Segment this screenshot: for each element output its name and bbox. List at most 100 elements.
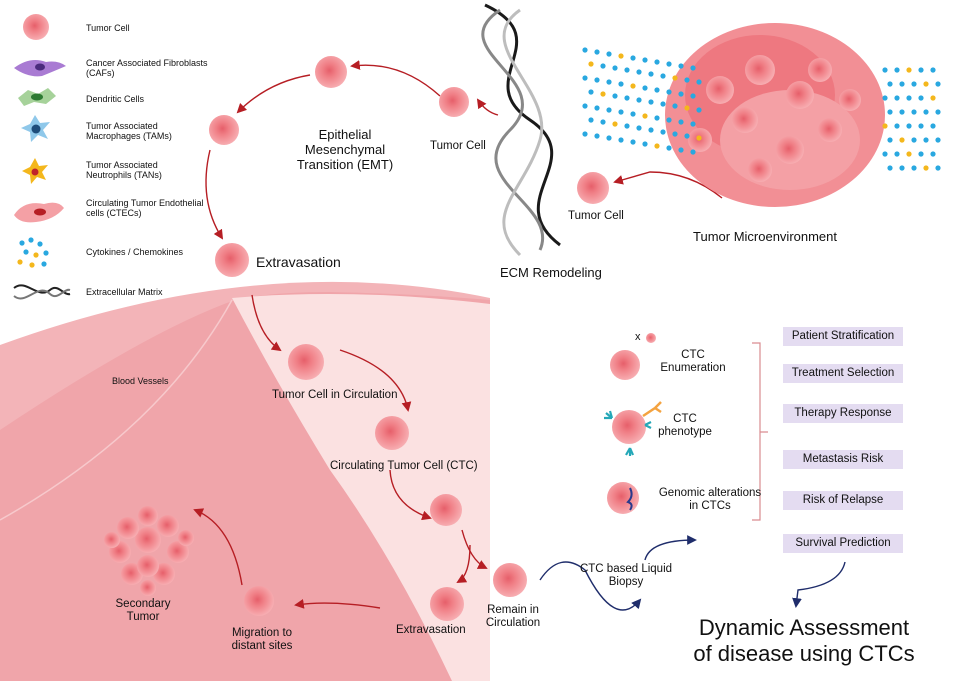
- legend-ctec-icon: [14, 202, 64, 223]
- tme-tumor-cell: [818, 118, 842, 142]
- secondary-tumor-cell: [137, 555, 159, 577]
- cytokine-dot: [690, 121, 696, 127]
- legend-tumor-cell: Tumor Cell: [86, 23, 130, 33]
- legend-cytokines: Cytokines / Chemokines: [86, 247, 184, 257]
- cytokine-dot: [594, 133, 600, 139]
- cytokine-dot: [660, 129, 666, 135]
- cytokine-dot: [930, 151, 936, 157]
- cytokine-dot: [666, 89, 672, 95]
- cytokine-dot: [666, 145, 672, 151]
- remain-in-circulation-label: Remain in Circulation: [485, 604, 541, 630]
- secondary-tumor-cell: [104, 532, 120, 548]
- x-mark: x: [635, 331, 641, 343]
- cytokine-dot: [624, 123, 630, 129]
- tumor-cell-icon: [209, 115, 239, 145]
- pill-patient-stratification: Patient Stratification: [783, 327, 903, 346]
- tumor-cell-mid-label: Tumor Cell: [568, 210, 624, 222]
- cytokine-dot: [588, 117, 594, 123]
- biopsy-arrows: [539, 535, 846, 611]
- tumor-cell-icon: [375, 416, 409, 450]
- legend-ecm: Extracellular Matrix: [86, 287, 163, 297]
- extravasation-top-label: Extravasation: [256, 254, 341, 270]
- secondary-tumor-cell: [135, 527, 161, 553]
- cytokine-dot: [588, 89, 594, 95]
- cytokine-dot: [594, 77, 600, 83]
- tumor-cell-icon: [244, 586, 274, 616]
- cytokine-dot: [654, 115, 660, 121]
- cytokine-dot: [935, 81, 941, 87]
- cytokine-dot: [684, 105, 690, 111]
- cytokine-dot: [899, 165, 905, 171]
- cytokine-dot: [690, 149, 696, 155]
- metastasis-arrows: [193, 60, 723, 609]
- tumor-cell-icon: [215, 243, 249, 277]
- extravasation-bottom-label: Extravasation: [396, 624, 466, 636]
- cytokine-dot: [666, 61, 672, 67]
- pill-treatment-selection: Treatment Selection: [783, 364, 903, 383]
- legend-cytokine-icon: [17, 237, 49, 268]
- legend-ctecs: Circulating Tumor Endothelial cells (CTE…: [86, 198, 204, 219]
- cytokine-dot: [882, 123, 888, 129]
- cytokine-dot: [582, 103, 588, 109]
- cytokine-dot: [911, 81, 917, 87]
- cytokine-dot: [882, 151, 888, 157]
- cytokine-dot: [906, 123, 912, 129]
- ecm-remodeling-label: ECM Remodeling: [500, 265, 602, 280]
- cytokine-dot: [630, 83, 636, 89]
- pill-metastasis-risk: Metastasis Risk: [783, 450, 903, 469]
- cytokine-dot: [660, 101, 666, 107]
- cytokine-dot: [918, 95, 924, 101]
- legend-caf-icon: [14, 60, 66, 77]
- cytokine-dot: [930, 123, 936, 129]
- cytokine-dot: [630, 139, 636, 145]
- cytokine-dot: [678, 119, 684, 125]
- cytokine-dot: [887, 109, 893, 115]
- cytokine-dot: [906, 151, 912, 157]
- cytokine-dot: [935, 109, 941, 115]
- cytokine-dot: [923, 165, 929, 171]
- tme-tumor-cell: [808, 58, 832, 82]
- legend-dendritic: Dendritic Cells: [86, 94, 145, 104]
- ctc-enumeration-label: CTC Enumeration: [660, 349, 726, 375]
- secondary-tumor-cell: [157, 515, 179, 537]
- tme-tumor-cell: [786, 81, 814, 109]
- cytokine-dot: [684, 133, 690, 139]
- cytokine-dot: [672, 103, 678, 109]
- cytokine-dot: [696, 79, 702, 85]
- legend-dendritic-icon: [18, 88, 56, 106]
- tumor-cell-icon: [315, 56, 347, 88]
- cytokine-dot: [648, 127, 654, 133]
- cytokine-dot: [648, 99, 654, 105]
- tme-tumor-cell: [839, 89, 861, 111]
- secondary-tumor-cell: [117, 517, 139, 539]
- cytokine-dot: [918, 123, 924, 129]
- cytokine-dot: [684, 77, 690, 83]
- cytokine-dot: [606, 79, 612, 85]
- cytokine-dot: [618, 109, 624, 115]
- blood-vessels-label: Blood Vessels: [112, 376, 169, 386]
- cytokine-dot: [606, 51, 612, 57]
- cytokine-dot: [630, 55, 636, 61]
- cytokine-dot: [672, 131, 678, 137]
- cytokine-dot: [600, 63, 606, 69]
- tumor-cell-icon: [439, 87, 469, 117]
- cytokine-dot: [636, 125, 642, 131]
- tme-tumor-cell: [745, 55, 775, 85]
- cytokine-dot: [894, 95, 900, 101]
- legend-tumor-cell-icon: [23, 14, 49, 40]
- cytokine-dot: [654, 59, 660, 65]
- ctc-label: Circulating Tumor Cell (CTC): [330, 460, 478, 472]
- tme-tumor-cell: [776, 136, 804, 164]
- tumor-cell-top-label: Tumor Cell: [430, 140, 486, 152]
- marker-icon: [642, 401, 662, 418]
- tumor-cell-icon: [430, 494, 462, 526]
- cytokine-dot: [600, 91, 606, 97]
- cytokine-dot: [672, 75, 678, 81]
- cytokine-dot: [624, 67, 630, 73]
- cytokine-dot: [678, 147, 684, 153]
- cytokine-dot: [906, 95, 912, 101]
- cytokine-dot: [899, 137, 905, 143]
- cytokine-dot: [899, 109, 905, 115]
- tumor-cell-icon: [607, 482, 639, 514]
